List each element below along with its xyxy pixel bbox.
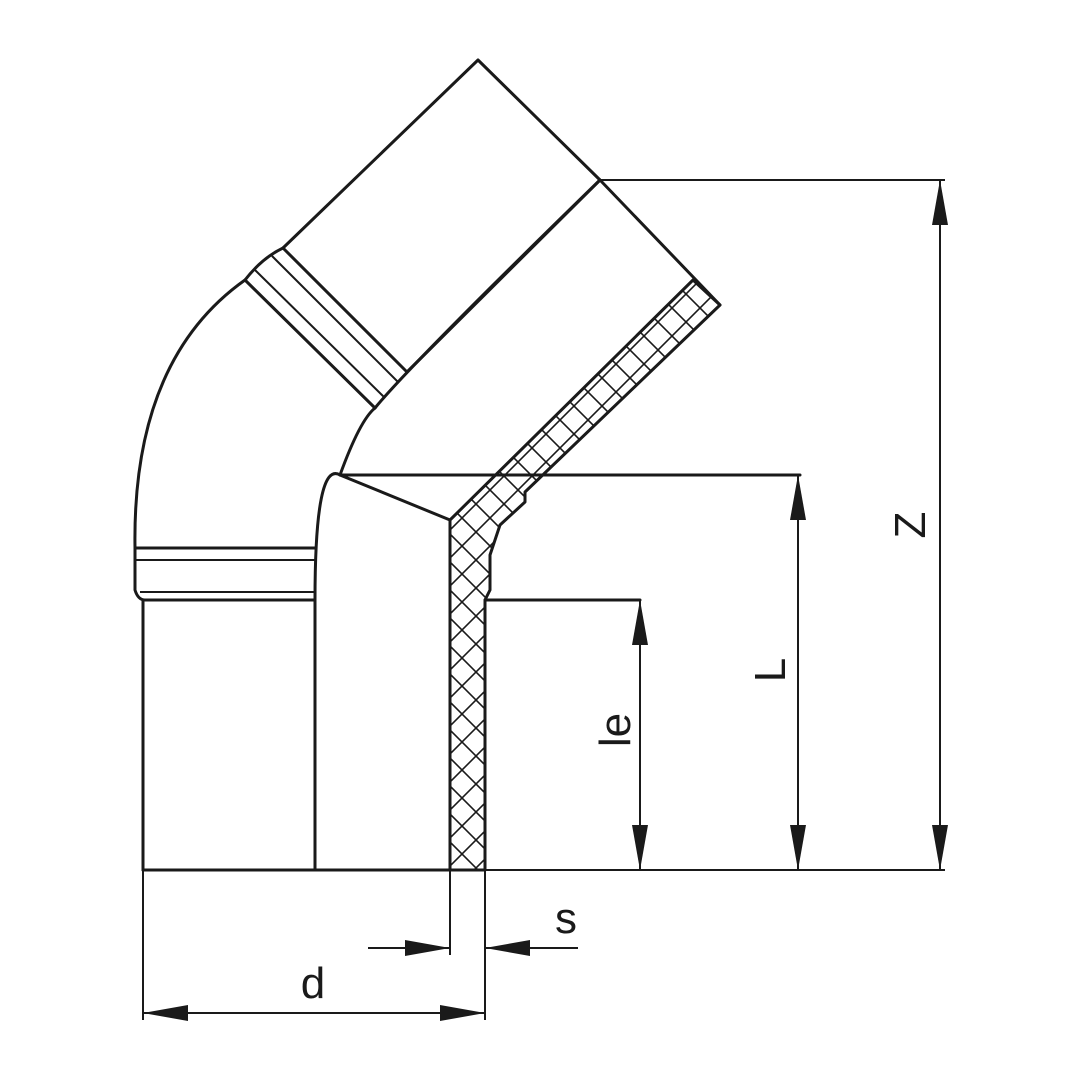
label-le: le — [591, 713, 640, 747]
upper-pipe — [281, 58, 722, 374]
dimension-l: L — [746, 475, 806, 870]
outer-bend — [133, 178, 602, 602]
inner-socket — [338, 473, 802, 522]
dimension-s: s — [368, 870, 578, 1020]
lower-pipe — [141, 598, 487, 872]
label-d: d — [301, 959, 325, 1008]
dimension-le: le — [591, 600, 648, 870]
lower-ring — [133, 546, 317, 602]
label-s: s — [555, 894, 577, 943]
dimension-d: d — [142, 870, 485, 1021]
upper-ring — [243, 246, 409, 410]
label-l: L — [746, 658, 795, 682]
section-wall — [448, 278, 722, 872]
label-z: Z — [886, 512, 935, 539]
dimension-z: Z — [485, 179, 948, 871]
